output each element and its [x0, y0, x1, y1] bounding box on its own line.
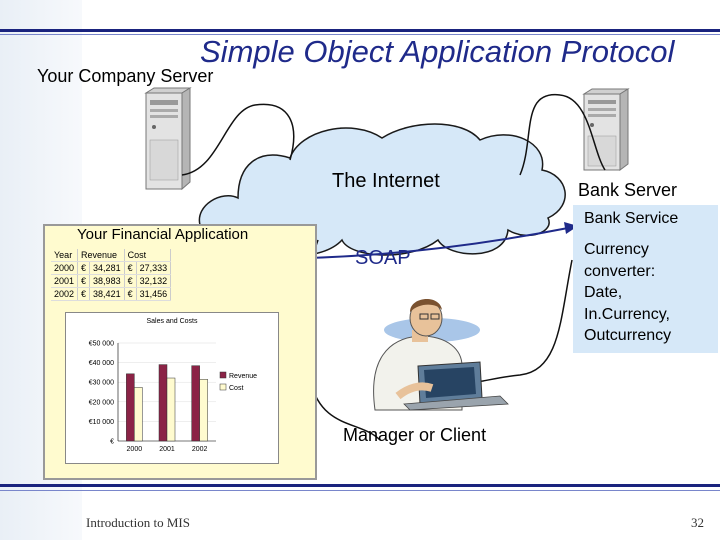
financial-application-label: Your Financial Application [75, 226, 250, 243]
company-server-icon [146, 88, 190, 189]
table-cell: 32,132 [136, 275, 171, 288]
sales-costs-chart-frame: Sales and Costs € €10 000 €20 000 €30 000 €40… [65, 312, 279, 464]
manager-client-figure [374, 299, 508, 410]
table-cell: 2001 [51, 275, 78, 288]
chart-bar-revenue [192, 366, 200, 441]
table-cell: € [78, 275, 90, 288]
table-cell: 27,333 [136, 262, 171, 275]
x-tick-label: 2001 [159, 446, 175, 453]
bank-service-label: Bank Service [584, 210, 678, 228]
y-tick-label: € [110, 439, 114, 446]
table-cell: 34,281 [90, 262, 125, 275]
y-tick-label: €20 000 [89, 399, 114, 406]
bank-service-line: Date, [584, 282, 671, 304]
table-cell: 38,421 [90, 288, 125, 301]
bank-service-line: converter: [584, 261, 671, 283]
table-cell: € [124, 275, 136, 288]
table-header: Revenue [78, 249, 125, 262]
spreadsheet-table: Year Revenue Cost 2000 € 34,281 € 27,333… [51, 249, 171, 301]
y-tick-label: €10 000 [89, 419, 114, 426]
table-cell: € [124, 288, 136, 301]
legend-label: Cost [229, 385, 243, 392]
slide-title: Simple Object Application Protocol [200, 34, 674, 70]
table-cell: 2000 [51, 262, 78, 275]
manager-client-label: Manager or Client [343, 425, 486, 446]
table-cell: € [78, 288, 90, 301]
table-cell: 38,983 [90, 275, 125, 288]
soap-label: SOAP [355, 247, 411, 270]
bank-service-description: Currency converter: Date, In.Currency, O… [584, 239, 671, 347]
legend-swatch [220, 384, 226, 390]
chart-bar-cost [134, 387, 142, 441]
table-row: 2001 € 38,983 € 32,132 [51, 275, 171, 288]
table-row: 2000 € 34,281 € 27,333 [51, 262, 171, 275]
internet-label: The Internet [332, 170, 440, 193]
chart-bar-revenue [126, 374, 134, 441]
table-header: Cost [124, 249, 171, 262]
chart-bar-cost [200, 379, 208, 441]
y-tick-label: €50 000 [89, 341, 114, 348]
page-number: 32 [691, 515, 704, 531]
table-cell: € [78, 262, 90, 275]
legend-label: Revenue [229, 373, 257, 380]
table-header: Year [51, 249, 78, 262]
bank-service-line: Currency [584, 239, 671, 261]
table-cell: 2002 [51, 288, 78, 301]
chart-title: Sales and Costs [147, 318, 198, 325]
chart-bar-cost [167, 378, 175, 441]
legend-swatch [220, 372, 226, 378]
x-tick-label: 2002 [192, 446, 208, 453]
table-cell: 31,456 [136, 288, 171, 301]
bank-service-panel: Bank Service Currency converter: Date, I… [573, 205, 718, 353]
table-cell: € [124, 262, 136, 275]
bank-server-label: Bank Server [578, 180, 677, 201]
financial-application-window: Year Revenue Cost 2000 € 34,281 € 27,333… [43, 224, 317, 480]
table-header-row: Year Revenue Cost [51, 249, 171, 262]
y-tick-label: €40 000 [89, 360, 114, 367]
bank-to-client-link [470, 260, 572, 382]
x-tick-label: 2000 [127, 446, 143, 453]
table-row: 2002 € 38,421 € 31,456 [51, 288, 171, 301]
company-server-label: Your Company Server [37, 66, 213, 87]
bank-service-line: Outcurrency [584, 325, 671, 347]
footer-course-title: Introduction to MIS [86, 515, 190, 531]
sales-costs-chart: Sales and Costs € €10 000 €20 000 €30 000 €40… [66, 313, 278, 463]
bank-service-line: In.Currency, [584, 304, 671, 326]
chart-bar-revenue [159, 365, 167, 441]
y-tick-label: €30 000 [89, 380, 114, 387]
